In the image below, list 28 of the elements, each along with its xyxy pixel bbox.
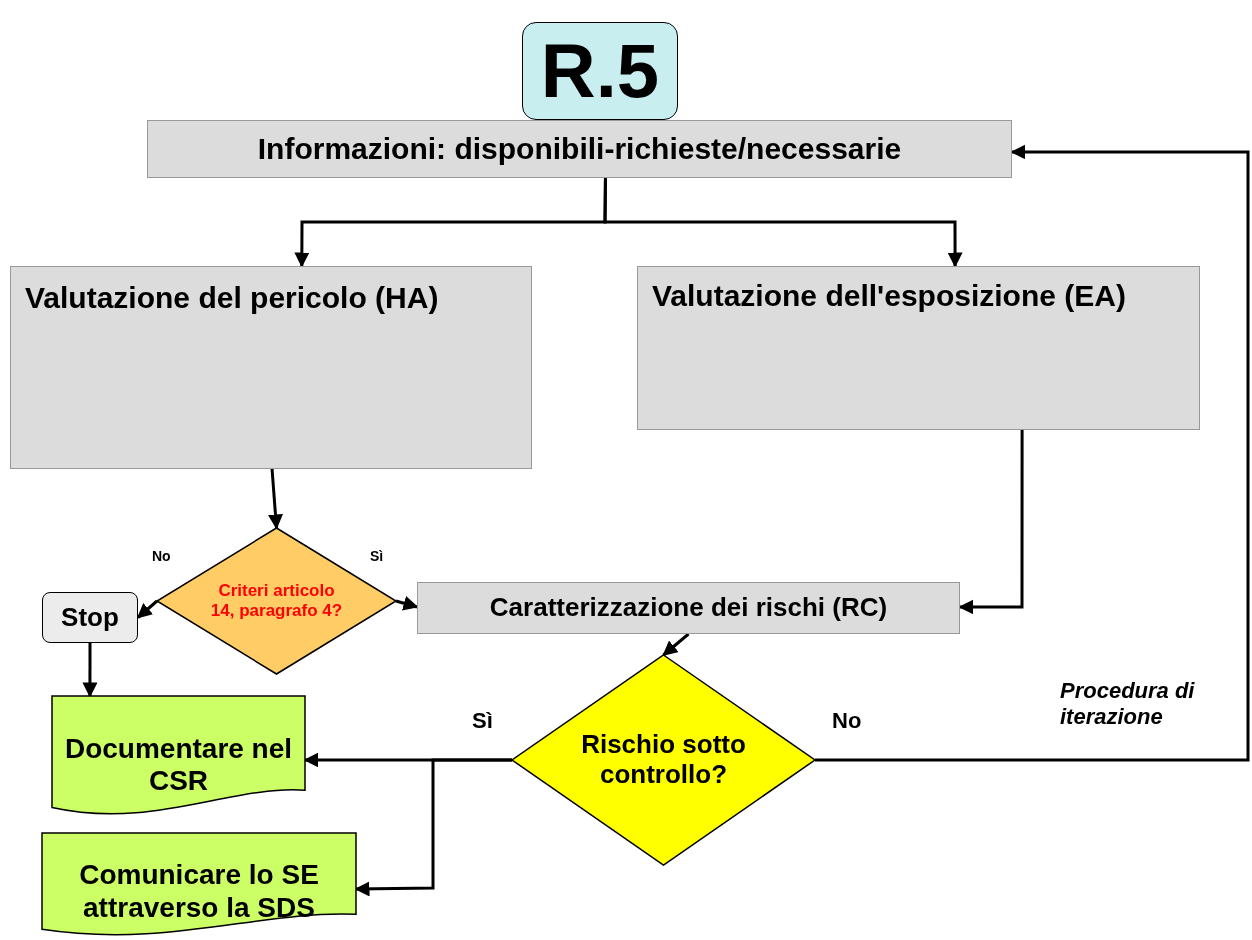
node-text: Informazioni: disponibili-richieste/necessarie	[257, 131, 902, 167]
process-box	[10, 266, 532, 469]
terminal-box	[42, 592, 138, 643]
node-text: Caratterizzazione dei rischi (RC)	[489, 593, 888, 623]
process-box	[147, 120, 1012, 178]
node-text: Valutazione del pericolo (HA)	[25, 281, 439, 316]
arrow	[958, 430, 1024, 615]
arrow	[82, 643, 98, 698]
node-text: Stop	[61, 602, 119, 633]
node-text: Documentare nel CSR	[63, 732, 294, 798]
node-text: Valutazione dell'esposizione (EA)	[652, 279, 1126, 314]
edge-label: Sì	[368, 548, 386, 564]
arrow	[603, 178, 963, 268]
node-text: Comunicare lo SE attraverso la SDS	[78, 859, 320, 924]
arrow	[136, 599, 158, 619]
arrow	[815, 144, 1250, 762]
arrow	[662, 632, 690, 657]
title-box	[522, 22, 678, 120]
decision-diamond	[512, 655, 815, 865]
process-box	[637, 266, 1200, 430]
arrow	[395, 596, 419, 611]
node-text: Rischio sotto controllo?	[580, 730, 747, 790]
node-text: Criteri articolo 14, paragrafo 4?	[209, 581, 344, 621]
arrow	[268, 468, 283, 530]
edge-label: No	[150, 548, 173, 564]
note-text: Procedura di iterazione	[1059, 678, 1196, 731]
process-box	[417, 582, 960, 634]
node-text: R.5	[540, 33, 660, 109]
